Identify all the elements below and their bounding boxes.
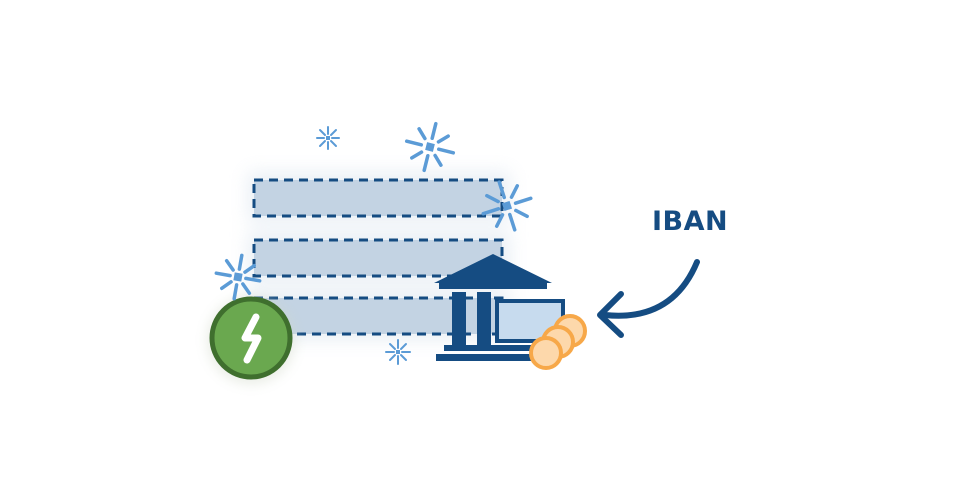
sparkle-icon — [401, 118, 459, 176]
iban-label: IBAN — [652, 206, 728, 237]
sparkle-icon — [386, 340, 410, 364]
curved-arrow-icon — [600, 262, 697, 335]
data-bar-1 — [254, 180, 502, 216]
sparkle-icon — [317, 127, 339, 149]
lightning-icon — [212, 299, 290, 377]
